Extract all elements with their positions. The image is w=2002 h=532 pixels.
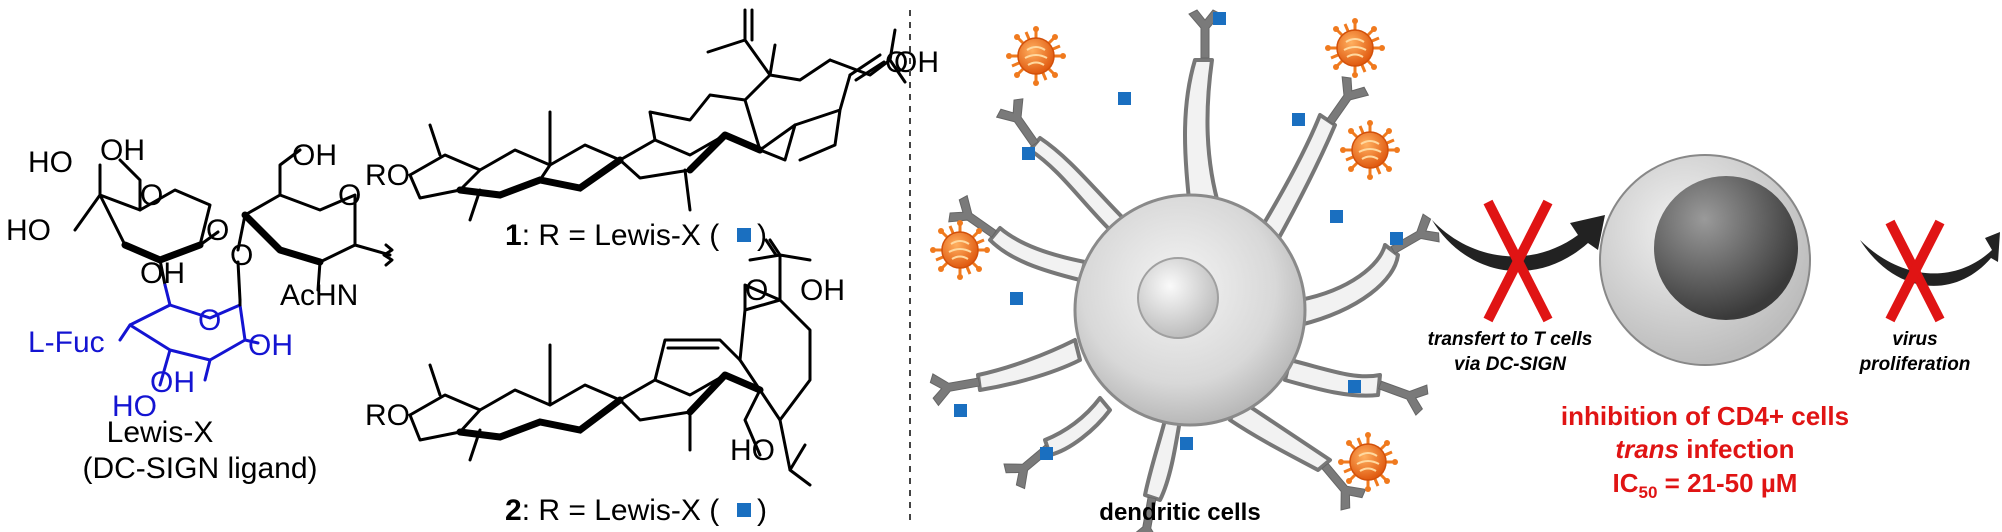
virus-text-line1: virus <box>1892 329 1937 350</box>
ic50-value: IC50 = 21-50 µM <box>1613 468 1798 502</box>
dendritic-cell <box>928 9 1444 532</box>
virus-icon <box>1323 16 1387 80</box>
dendritic-cells-label: dendritic cells <box>1099 499 1260 526</box>
ho-label: HO <box>730 434 775 467</box>
virus-icon <box>1004 24 1068 88</box>
receptor-icon <box>1374 369 1432 417</box>
ic-unit: µM <box>1761 468 1798 498</box>
compound-1-close: ) <box>757 219 767 252</box>
lewis-x-structure <box>73 148 394 387</box>
curved-arrow-icon <box>1860 232 2000 286</box>
t-cell <box>1599 154 1811 366</box>
atom-label: O <box>338 179 361 212</box>
atom-label: O <box>230 239 253 272</box>
atom-label: OH <box>150 366 195 399</box>
atom-label: OH <box>100 134 145 167</box>
result-infection: infection <box>1679 434 1795 464</box>
compound-2-close: ) <box>757 494 767 527</box>
marker-square <box>1292 113 1305 126</box>
compound-2-labels: RO O OH HO 2: R = Lewis-X ( ) <box>365 274 845 527</box>
marker-square <box>1118 92 1131 105</box>
transfer-text-line1: transfert to T cells <box>1428 329 1593 350</box>
atom-label: HO <box>112 390 157 423</box>
marker-square <box>1040 447 1053 460</box>
marker-square <box>1390 232 1403 245</box>
receptor-icon <box>928 365 983 407</box>
ic-prefix: IC <box>1613 468 1639 498</box>
transfer-text-line2: via DC-SIGN <box>1454 354 1567 375</box>
ic-value: = 21-50 <box>1657 468 1760 498</box>
lewis-x-role: (DC-SIGN ligand) <box>82 452 317 485</box>
marker-square <box>1330 210 1343 223</box>
result-trans: trans <box>1615 434 1679 464</box>
atom-label: HO <box>6 214 51 247</box>
marker-square <box>1022 147 1035 160</box>
marker-square <box>1180 437 1193 450</box>
virus-icon <box>1336 430 1400 494</box>
compound-r-label: : R = Lewis-X ( <box>522 494 720 527</box>
atom-label: OH <box>248 329 293 362</box>
marker-square <box>1010 292 1023 305</box>
transfer-blocked <box>1432 199 1605 323</box>
atom-label: O <box>206 214 229 247</box>
atom-label: O <box>198 304 221 337</box>
compound-number: 2 <box>505 494 522 527</box>
ro-label: RO <box>365 159 410 192</box>
acid-o-label: O <box>745 274 768 307</box>
acid-oh-label: OH <box>894 46 939 79</box>
virus-text-line2: proliferation <box>1859 354 1971 375</box>
marker-square <box>954 404 967 417</box>
marker-square <box>1213 12 1226 25</box>
acid-oh-label: OH <box>800 274 845 307</box>
proliferation-blocked <box>1860 219 2000 323</box>
curved-arrow-icon <box>1432 215 1605 272</box>
lewis-x-marker <box>737 503 751 517</box>
compound-2-structure <box>408 238 812 487</box>
compound-1-labels: RO O OH 1: R = Lewis-X ( ) <box>365 46 939 252</box>
acid-o-label: O <box>885 46 908 79</box>
fucose-label: L-Fuc <box>28 326 105 359</box>
lewis-x-labels: HO OH HO OH O O OH O O AcHN O OH OH HO L… <box>6 134 361 485</box>
acetamide-label: AcHN <box>280 279 358 312</box>
atom-label: OH <box>140 257 185 290</box>
compound-2-caption: 2: R = Lewis-X ( <box>505 494 719 527</box>
ic-sub: 50 <box>1639 483 1658 502</box>
compound-1-structure <box>408 8 907 222</box>
compound-1-caption: 1: R = Lewis-X ( <box>505 219 719 252</box>
virus-icon <box>928 218 992 282</box>
lewis-x-markers <box>954 12 1403 460</box>
inhibition-result: inhibition of CD4+ cells trans infection… <box>1561 401 1849 502</box>
blocked-x-icon <box>1885 219 1945 323</box>
lewis-x-name: Lewis-X <box>107 416 214 449</box>
compound-r-label: : R = Lewis-X ( <box>522 219 720 252</box>
atom-label: HO <box>28 146 73 179</box>
atom-label: O <box>140 179 163 212</box>
compound-number: 1 <box>505 219 522 252</box>
marker-square <box>1348 380 1361 393</box>
result-line1: inhibition of CD4+ cells <box>1561 401 1849 431</box>
lewis-x-marker <box>737 228 751 242</box>
virus-icon <box>1338 118 1402 182</box>
ro-label: RO <box>365 399 410 432</box>
blocked-x-icon <box>1483 199 1553 323</box>
result-line2: trans infection <box>1615 434 1794 464</box>
atom-label: OH <box>292 139 337 172</box>
